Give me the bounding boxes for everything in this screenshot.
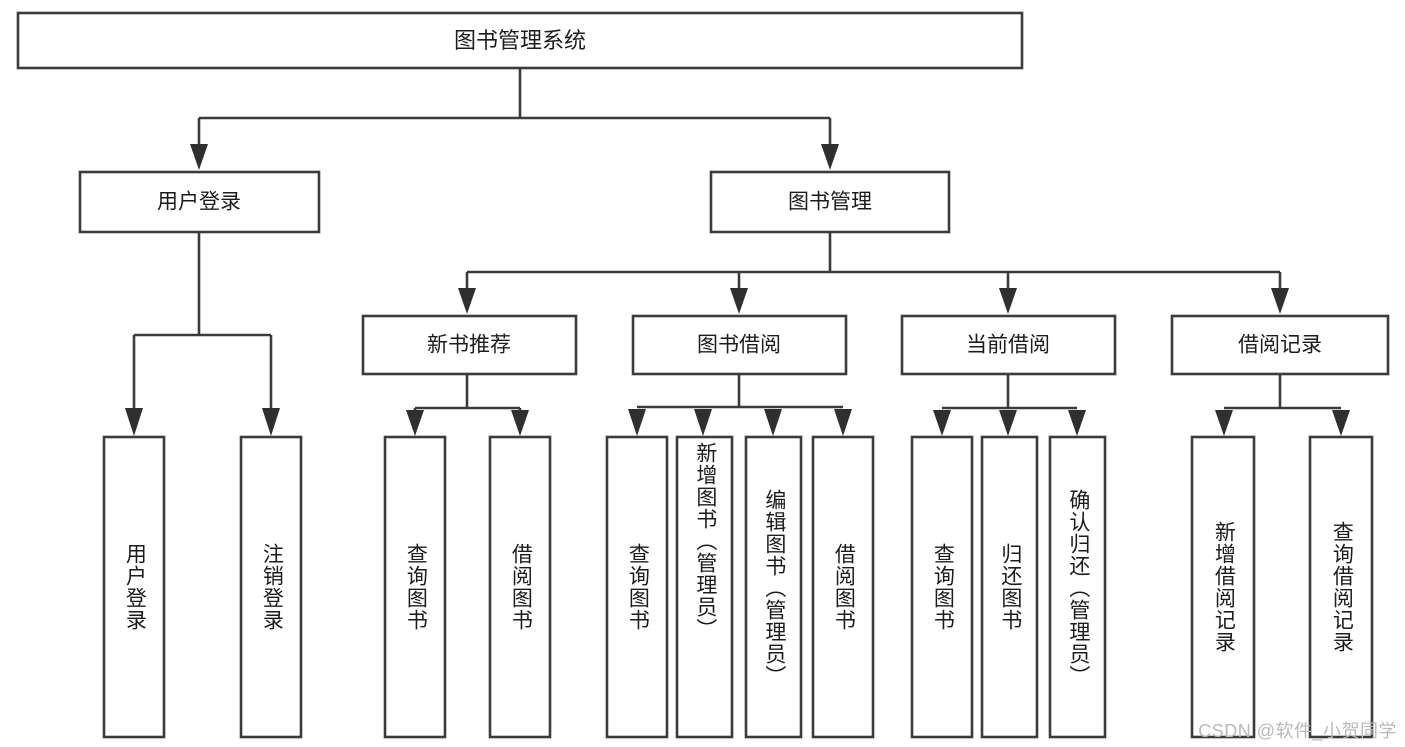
node-new-book-recommend-box[interactable] [361,314,578,376]
leaf-box-br-1[interactable] [1190,435,1256,739]
leaf-boxes-user-login [102,435,303,739]
leaf-box-nbr-2[interactable] [488,435,552,739]
leaf-boxes-borrow-record [1190,435,1374,739]
node-book-borrow[interactable]: 图书借阅 [631,314,848,376]
leaf-box-user-login-2[interactable] [239,435,303,739]
node-current-borrow-box[interactable] [900,314,1117,376]
leaf-boxes-current-borrow [910,435,1107,739]
connector-group-book-manage [458,232,1289,314]
node-current-borrow-label: 当前借阅 [966,334,1050,357]
node-current-borrow[interactable]: 当前借阅 [900,314,1117,376]
node-book-borrow-box[interactable] [631,314,848,376]
arrow-head-leaf-bb-1 [628,409,646,436]
arrow-head-leaf-cb-2 [999,410,1017,436]
connector-group-user-login [125,232,280,436]
node-new-book-recommend[interactable]: 新书推荐 [361,314,578,376]
arrow-head-leaf-br-2 [1332,410,1350,436]
arrow-head-current-borrow [999,288,1017,314]
leaf-boxes-new-book-recommend [383,435,552,739]
node-user-login[interactable]: 用户登录 [78,170,321,234]
node-new-book-recommend-label: 新书推荐 [427,334,511,357]
node-root[interactable]: 图书管理系统 [16,11,1024,70]
connector-group-root [190,68,839,170]
leaf-boxes-book-borrow [605,435,875,739]
arrow-head-leaf-cb-3 [1068,410,1086,436]
connector-group-new-book-recommend [406,374,529,436]
arrow-head-book-manage [821,144,839,170]
node-book-manage-box[interactable] [709,170,951,234]
arrow-head-leaf-nbr-2 [511,410,529,436]
connector-group-borrow-record [1215,374,1350,436]
node-book-manage-label: 图书管理 [788,191,872,214]
node-root-label: 图书管理系统 [454,28,586,53]
arrow-head-leaf-cb-1 [933,410,951,436]
leaf-box-cb-3[interactable] [1048,435,1107,739]
arrow-head-leaf-bb-4 [834,409,852,436]
arrow-head-leaf-bb-3 [764,409,782,436]
node-borrow-record[interactable]: 借阅记录 [1170,314,1390,376]
leaf-box-cb-1[interactable] [910,435,974,739]
node-borrow-record-label: 借阅记录 [1238,334,1322,357]
arrow-head-leaf-br-1 [1215,410,1233,436]
leaf-box-user-login-1[interactable] [102,435,166,739]
node-book-borrow-label: 图书借阅 [697,334,781,357]
arrow-head-leaf-user-login-1 [125,408,143,436]
arrow-head-leaf-user-login-2 [262,408,280,436]
arrow-head-book-borrow [730,288,748,314]
node-borrow-record-box[interactable] [1170,314,1390,376]
arrow-head-leaf-bb-2 [694,409,712,436]
watermark-text: CSDN @软件_小贺同学 [1198,721,1397,741]
node-user-login-box[interactable] [78,170,321,234]
arrow-head-leaf-nbr-1 [406,410,424,436]
node-root-box[interactable] [16,11,1024,70]
arrow-head-borrow-record [1271,288,1289,314]
leaf-box-bb-3[interactable] [744,435,803,739]
node-book-manage[interactable]: 图书管理 [709,170,951,234]
leaf-box-cb-2[interactable] [980,435,1039,739]
arrow-head-new-book-recommend [458,288,476,314]
arrow-head-user-login [190,144,208,170]
leaf-box-bb-1[interactable] [605,435,669,739]
leaf-box-bb-2[interactable] [675,435,734,739]
node-user-login-label: 用户登录 [157,191,241,214]
leaf-box-bb-4[interactable] [811,435,875,739]
connector-group-book-borrow [628,374,852,436]
leaf-box-br-2[interactable] [1308,435,1374,739]
connector-group-current-borrow [933,374,1086,436]
leaf-box-nbr-1[interactable] [383,435,447,739]
